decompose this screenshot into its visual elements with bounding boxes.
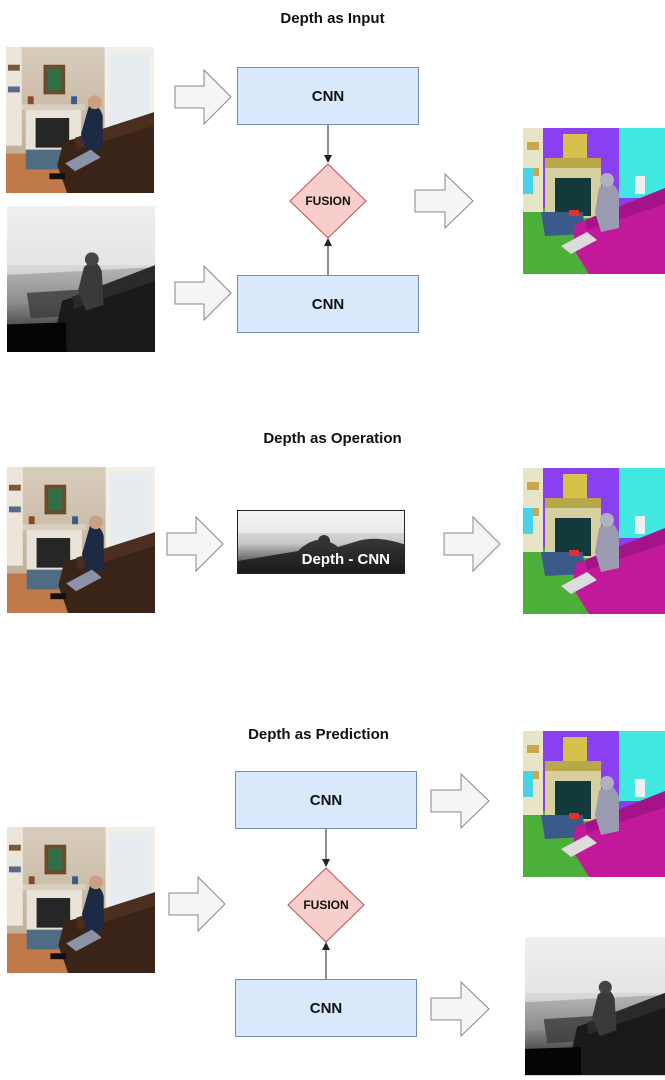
section-title-depth-as-input: Depth as Input — [280, 10, 385, 27]
cnn-depth-block: CNN — [235, 979, 417, 1037]
arrow-right-icon — [166, 515, 224, 573]
cnn-label: CNN — [309, 791, 343, 809]
depth-output-image — [525, 932, 665, 1080]
cnn-depth-block: CNN — [237, 275, 419, 333]
cnn-rgb-block: CNN — [237, 67, 419, 125]
depth-cnn-label: Depth - CNN — [301, 551, 390, 568]
arrow-right-icon — [174, 68, 232, 126]
fusion-node — [287, 867, 365, 943]
cnn-label: CNN — [309, 999, 343, 1017]
fusion-label: FUSION — [303, 898, 349, 912]
rgb-input-image — [7, 826, 155, 974]
arrow-right-icon — [174, 264, 232, 322]
section-title-depth-as-operation: Depth as Operation — [263, 430, 402, 447]
section-title-depth-as-prediction: Depth as Prediction — [248, 726, 389, 743]
rgb-input-image — [6, 46, 154, 194]
edge-arrow-down — [322, 125, 334, 163]
arrow-right-icon — [414, 172, 474, 230]
depth-cnn-operation-block: Depth - CNN — [237, 510, 405, 574]
cnn-label: CNN — [311, 295, 345, 313]
segmentation-output-image — [523, 731, 665, 877]
arrow-right-icon — [168, 875, 226, 933]
edge-arrow-up — [320, 942, 332, 979]
arrow-right-icon — [443, 515, 501, 573]
depth-input-image — [7, 205, 155, 353]
arrow-right-icon — [430, 772, 490, 830]
edge-arrow-up — [322, 238, 334, 275]
arrow-right-icon — [430, 980, 490, 1038]
fusion-node — [289, 163, 367, 239]
cnn-segmentation-block: CNN — [235, 771, 417, 829]
segmentation-output-image — [523, 468, 665, 614]
rgb-input-image — [7, 466, 155, 614]
cnn-label: CNN — [311, 87, 345, 105]
edge-arrow-down — [320, 829, 332, 867]
segmentation-output-image — [523, 128, 665, 274]
fusion-label: FUSION — [305, 194, 351, 208]
